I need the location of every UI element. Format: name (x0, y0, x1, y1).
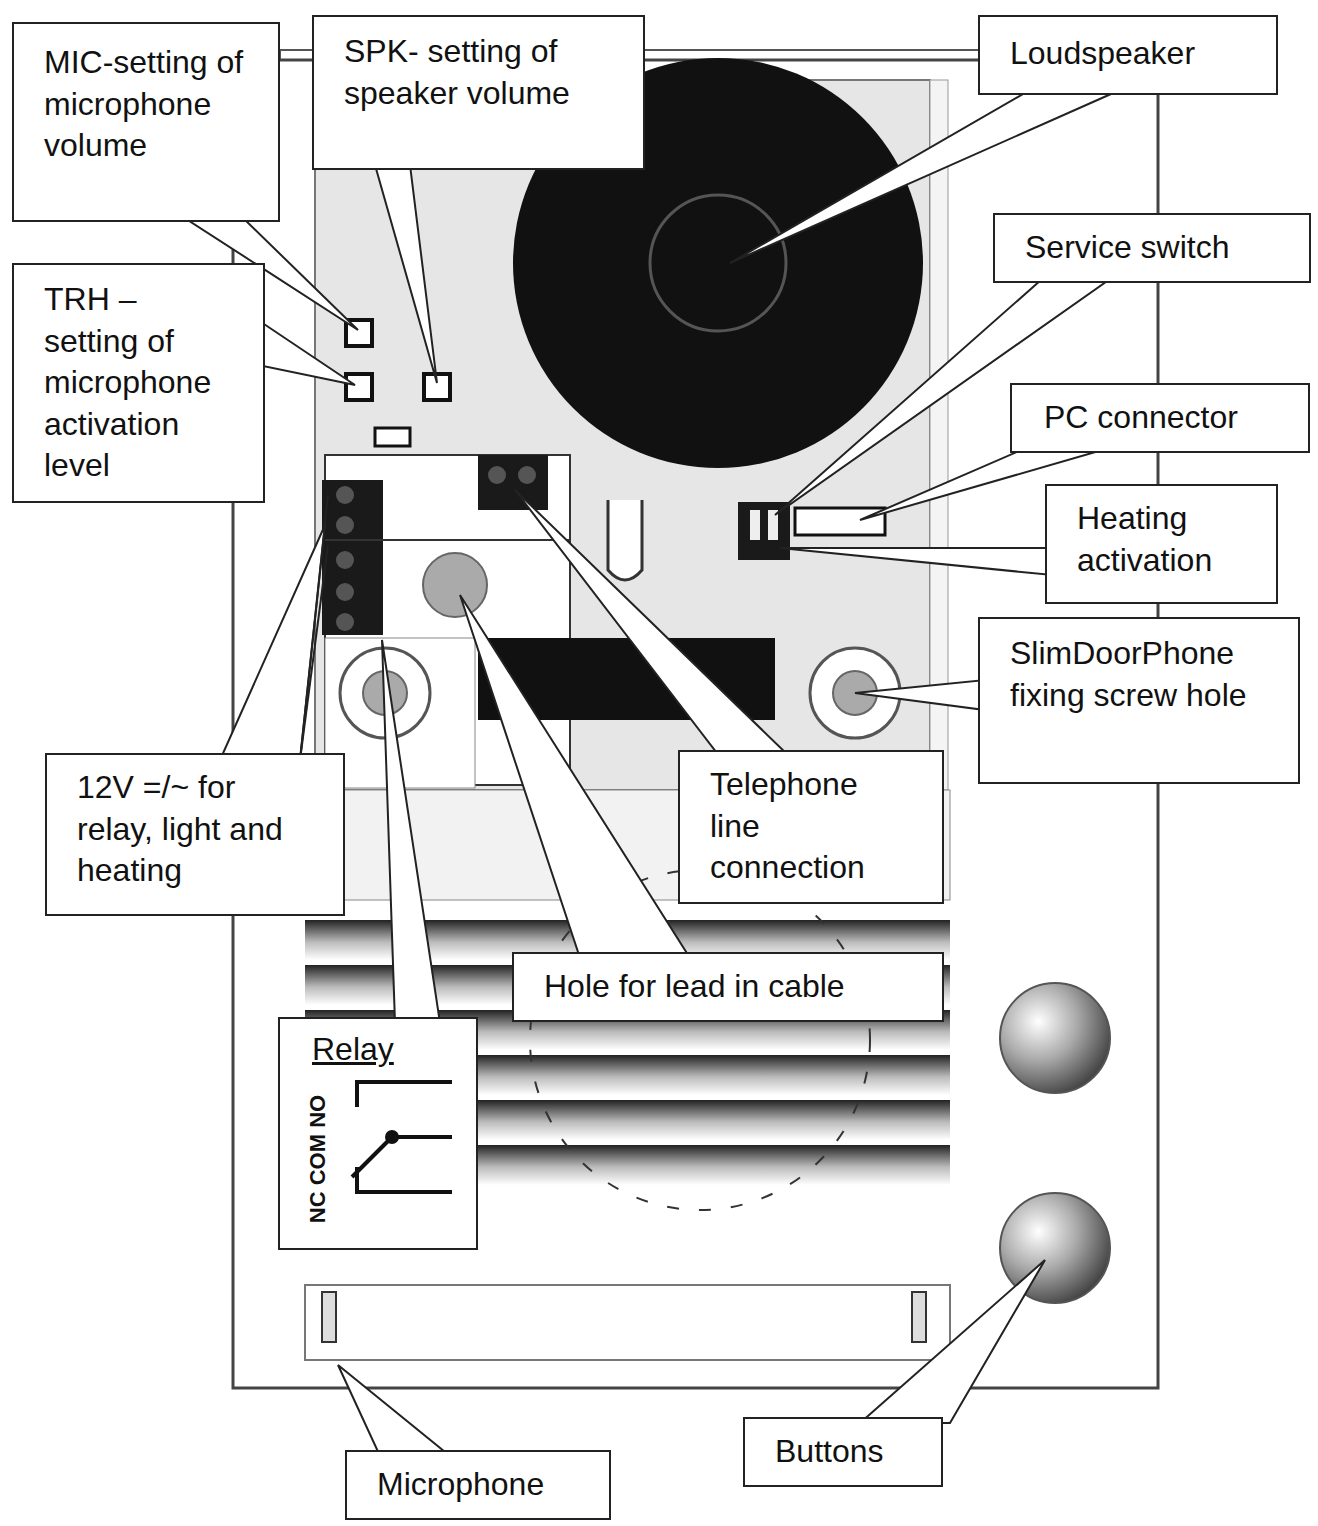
callout-text: SlimDoorPhone fixing screw hole (1010, 633, 1268, 716)
bottom-strip (305, 1285, 950, 1360)
relay-pin-names: NC COM NO (304, 1095, 333, 1223)
relay-contact (387, 1132, 397, 1142)
callout-text: Buttons (775, 1431, 911, 1473)
callout-box: Loudspeaker (978, 15, 1278, 95)
power-terminal-block (322, 480, 383, 635)
switch-lever (750, 510, 760, 540)
callout-box: Microphone (345, 1450, 611, 1520)
terminal-screw (336, 551, 354, 569)
callout-text: Service switch (1025, 227, 1279, 269)
callout-box: Telephone line connection (678, 750, 944, 904)
callout-text: Telephone line connection (710, 764, 912, 889)
module-divider (325, 539, 570, 541)
callout-text: Relay (312, 1033, 446, 1065)
callout-text: 12V =/~ for relay, light and heating (77, 767, 313, 892)
callout-box: Heating activation (1045, 484, 1278, 604)
callout-text: MIC-setting of microphone volume (44, 42, 248, 167)
relay-contact (392, 1135, 452, 1139)
terminal-screw (518, 466, 536, 484)
callout-text: Hole for lead in cable (544, 966, 912, 1008)
leader-wedge (220, 525, 325, 760)
callout-box: 12V =/~ for relay, light and heating (45, 753, 345, 916)
leader-wedge (258, 320, 355, 385)
callout-text: Heating activation (1077, 498, 1246, 581)
line-terminal (478, 455, 548, 510)
terminal-screw (336, 613, 354, 631)
speaker-cone (650, 195, 786, 331)
led (608, 500, 642, 580)
leader-wedge (855, 680, 985, 710)
cable-hole (423, 553, 487, 617)
callout-text: Microphone (377, 1464, 579, 1506)
callout-box: PC connector (1010, 383, 1310, 453)
leader-wedge (860, 1260, 1045, 1423)
relay-contact (357, 1082, 452, 1107)
callout-box: SPK- setting of speaker volume (312, 15, 645, 170)
callout-text: Loudspeaker (1010, 33, 1246, 75)
clip (912, 1292, 926, 1342)
terminal-screw (336, 583, 354, 601)
jumper (375, 428, 410, 446)
callout-box: TRH – setting of microphone activation l… (12, 263, 265, 503)
callout-box: MIC-setting of microphone volume (12, 22, 280, 222)
callout-box: Hole for lead in cable (512, 952, 944, 1022)
terminal-screw (336, 486, 354, 504)
leader-line (300, 545, 328, 760)
callout-text: TRH – setting of microphone activation l… (44, 279, 233, 487)
relay-symbol (280, 1019, 480, 1252)
clip (322, 1292, 336, 1342)
leader-wedge (375, 165, 437, 383)
callout-box: Buttons (743, 1417, 943, 1487)
trh-pot (346, 374, 372, 400)
callout-text: SPK- setting of speaker volume (344, 31, 613, 114)
leader-wedge (460, 595, 690, 958)
callout-box: Service switch (993, 213, 1311, 283)
leader-wedge (382, 640, 440, 1023)
terminal-screw (488, 466, 506, 484)
callout-box: Relay NC COM NO (278, 1017, 478, 1250)
leader-wedge (780, 548, 1052, 575)
pc-connector (795, 508, 885, 535)
leader-line (300, 495, 328, 760)
callout-box: SlimDoorPhone fixing screw hole (978, 617, 1300, 784)
leader-wedge (338, 1365, 450, 1456)
leader-wedge (515, 490, 790, 757)
call-button (1000, 983, 1110, 1093)
callout-text: PC connector (1044, 397, 1276, 439)
relay-contact (357, 1167, 452, 1192)
terminal-screw (336, 516, 354, 534)
